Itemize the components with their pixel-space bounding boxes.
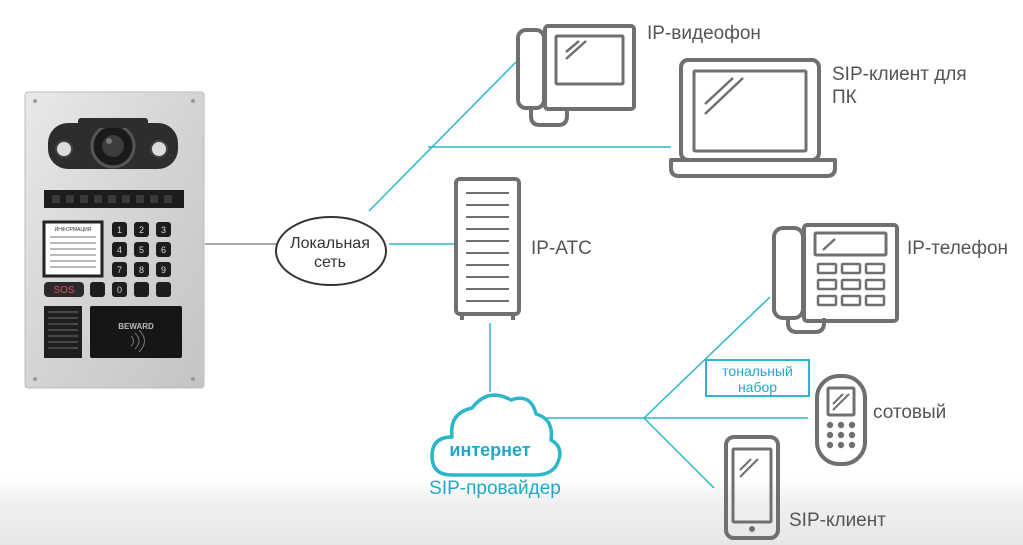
smartphone-icon <box>724 435 780 540</box>
panel-key-6: 6 <box>161 245 166 255</box>
label-sip-client-pc: SIP-клиент для ПК <box>832 64 967 108</box>
panel-sos-label: SOS <box>53 285 74 296</box>
tone-dialing-box: тональный набор <box>705 359 810 397</box>
link-lan-videophone <box>368 61 517 212</box>
label-local-network: Локальная сеть <box>290 235 370 271</box>
panel-key-3: 3 <box>161 225 166 235</box>
videophone-icon <box>516 24 636 127</box>
desk-phone-icon <box>772 223 899 334</box>
panel-key-8: 8 <box>139 265 144 275</box>
cell-phone-icon <box>815 374 867 466</box>
panel-key-4: 4 <box>117 245 122 255</box>
connection-lines <box>205 61 808 489</box>
label-sip-client: SIP-клиент <box>789 510 886 531</box>
label-internet: интернет <box>449 440 531 460</box>
panel-key-5: 5 <box>139 245 144 255</box>
panel-brand-logo: BEWARD <box>118 322 154 331</box>
label-sip-provider: SIP-провайдер <box>429 478 561 499</box>
panel-key-7: 7 <box>117 265 122 275</box>
cloud-icon <box>430 393 562 477</box>
link-hub-smartphone <box>643 417 715 489</box>
label-ip-pbx: IP-АТС <box>531 238 592 259</box>
local-network-ellipse <box>275 216 387 286</box>
door-intercom-panel-image: ИНФОРМАЦИЯ 1 2 3 4 5 6 7 8 9 0 SOS <box>24 91 205 389</box>
panel-key-0: 0 <box>117 285 122 295</box>
panel-key-9: 9 <box>161 265 166 275</box>
label-ip-phone: IP-телефон <box>907 238 1009 259</box>
label-ip-videophone: IP-видеофон <box>647 23 761 44</box>
panel-key-1: 1 <box>117 225 122 235</box>
label-mobile: сотовый <box>873 402 947 423</box>
link-hub-ipphone <box>643 296 771 419</box>
panel-key-2: 2 <box>139 225 144 235</box>
server-tower-icon <box>454 177 521 320</box>
laptop-icon <box>669 58 837 178</box>
cell-phone-keypad <box>826 421 856 449</box>
panel-info-title: ИНФОРМАЦИЯ <box>55 227 92 233</box>
